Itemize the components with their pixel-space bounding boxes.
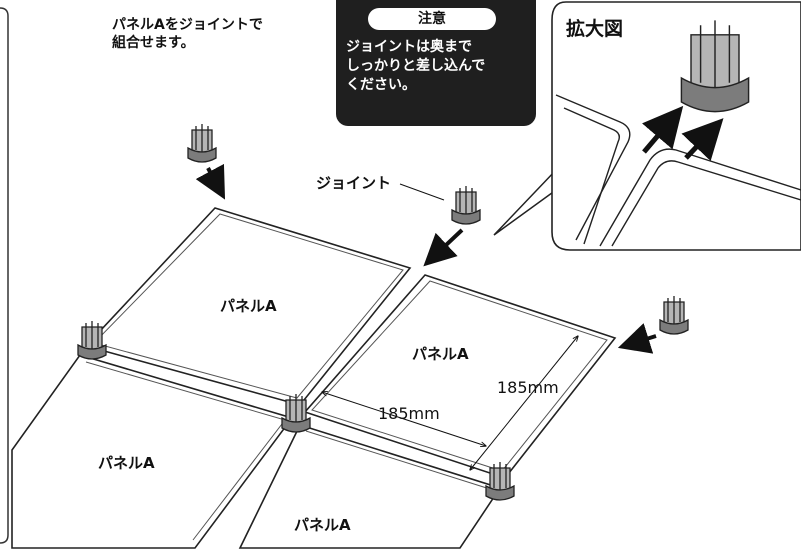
- warning-line: ください。: [346, 77, 416, 93]
- panel-label: パネルA: [98, 454, 155, 472]
- joint-callout-line: [399, 183, 445, 201]
- warning-title: 注意: [368, 8, 496, 30]
- zoom-pointer: [493, 169, 557, 236]
- arrow-icon: [642, 105, 684, 154]
- joint-left: [77, 320, 107, 360]
- joint-falling-top: [187, 123, 217, 163]
- warning-line: ジョイントは奥まで: [346, 39, 472, 55]
- joint-label: ジョイント: [316, 174, 392, 192]
- joint-center: [281, 393, 311, 433]
- joint-falling-middle: [451, 185, 481, 225]
- zoom-panel-edges: [555, 94, 801, 247]
- panel-label: パネルA: [220, 297, 277, 315]
- dimension-width-label: 185mm: [378, 404, 440, 423]
- instruction-line: 組合せます。: [112, 35, 195, 51]
- joint-bottom-right: [485, 461, 515, 501]
- panel-bottom-right: [238, 424, 502, 549]
- warning-line: しっかりと差し込んで: [346, 58, 486, 74]
- dimension-width-line: [322, 392, 486, 446]
- arrow-icon: [681, 118, 724, 162]
- arrow-icon: [617, 323, 657, 354]
- warning-text: ジョイントは奥まで しっかりと差し込んで ください。: [346, 38, 532, 95]
- instruction-line: パネルAをジョイントで: [112, 17, 263, 33]
- joint-falling-right: [659, 295, 689, 335]
- panel-label: パネルA: [412, 345, 469, 363]
- dimension-depth-label: 185mm: [497, 378, 559, 397]
- arrow-icon: [195, 163, 226, 200]
- arrow-icon: [423, 228, 464, 267]
- instruction-text: パネルAをジョイントで 組合せます。: [112, 16, 263, 52]
- zoom-title: 拡大図: [566, 18, 624, 40]
- panel-bottom-left: [11, 354, 294, 549]
- zoom-joint-icon: [680, 20, 750, 113]
- warning-box: 注意 ジョイントは奥まで しっかりと差し込んで ください。: [336, 0, 536, 126]
- left-border-line: [0, 7, 9, 544]
- dimension-depth-line: [470, 336, 578, 470]
- panel-label: パネルA: [294, 516, 351, 534]
